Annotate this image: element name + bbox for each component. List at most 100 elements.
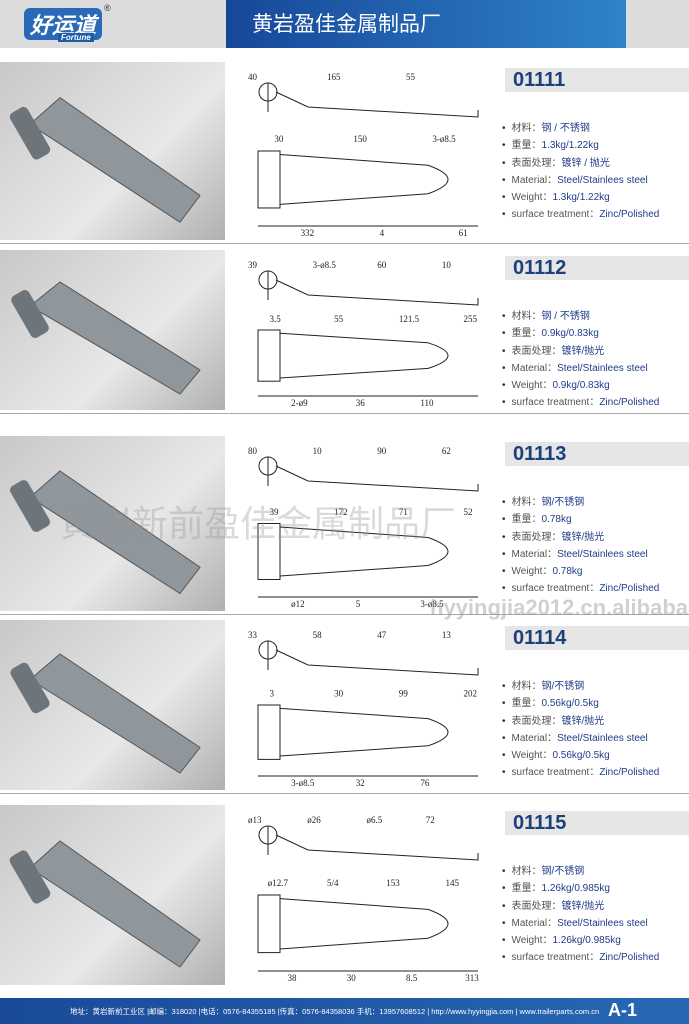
- dimension-label: 36: [356, 398, 366, 408]
- spec-label: Material：: [511, 917, 558, 929]
- spec-item: 重量：0.56kg/0.5kg: [502, 695, 659, 712]
- spec-value: 镀锌/抛光: [561, 531, 605, 543]
- product-code: 01113: [505, 442, 689, 466]
- spec-list: 材料：钢/不锈钢重量：0.56kg/0.5kg表面处理：镀锌/抛光Materia…: [502, 678, 660, 782]
- spec-item: Material：Steel/Stainlees steel: [502, 360, 659, 377]
- dimension-label: 3: [270, 689, 275, 699]
- spec-label: surface treatment：: [511, 952, 600, 964]
- spec-label: 重量：: [511, 328, 542, 340]
- spec-item: Weight：0.9kg/0.83kg: [502, 377, 659, 394]
- spec-label: Weight：: [511, 192, 553, 204]
- dimension-label: 172: [334, 507, 348, 517]
- spec-label: Material：: [511, 362, 558, 374]
- spec-item: Material：Steel/Stainlees steel: [502, 915, 659, 932]
- spec-label: Weight：: [511, 935, 553, 947]
- spec-value: Zinc/Polished: [599, 952, 660, 964]
- dimension-label: 40: [248, 72, 258, 82]
- dimension-label: 32: [356, 778, 365, 788]
- drawing-barrel: [257, 704, 281, 760]
- dimension-label: 3-ø8.5: [313, 260, 337, 270]
- spec-label: 材料：: [511, 497, 542, 508]
- dimension-label: 72: [426, 815, 435, 825]
- spec-value: 0.9kg/0.83kg: [552, 380, 610, 392]
- spec-value: 0.56kg/0.5kg: [552, 750, 610, 762]
- drawing-barrel: [257, 329, 281, 382]
- dimension-label: 80: [248, 446, 258, 456]
- footer-address: 地址：黄岩新前工业区 |邮编：318020 |电话：0576-84355185 …: [70, 1007, 600, 1016]
- hinge-barrel: [9, 850, 51, 904]
- product-photo: [0, 436, 225, 611]
- dimension-label: 55: [406, 72, 416, 82]
- drawing-side-view: [267, 826, 479, 861]
- dimension-label: ø6.5: [367, 815, 383, 825]
- drawing-side-view: [267, 271, 479, 306]
- product-code: 01111: [505, 68, 689, 92]
- spec-item: 材料：钢/不锈钢: [502, 863, 659, 880]
- dimension-label: 121.5: [399, 314, 420, 324]
- spec-value: 钢/不锈钢: [541, 866, 585, 877]
- spec-item: 重量：1.3kg/1.22kg: [502, 137, 659, 154]
- page-number: A-1: [608, 1000, 638, 1020]
- spec-label: Weight：: [511, 566, 553, 578]
- spec-label: Weight：: [511, 380, 553, 392]
- hinge-shape: [29, 653, 201, 774]
- spec-value: 钢/不锈钢: [541, 681, 585, 692]
- dimension-label: 30: [334, 689, 344, 699]
- dimension-label: 71: [399, 507, 408, 517]
- product-code: 01115: [505, 811, 689, 835]
- section-divider: [0, 614, 689, 615]
- dimension-label: 10: [313, 446, 323, 456]
- brand-logo: 好运道 Fortune ®: [24, 3, 119, 44]
- dimension-label: 39: [270, 507, 280, 517]
- drawing-plate: [279, 332, 449, 379]
- dimension-label: 47: [377, 630, 387, 640]
- dimension-label: 55: [334, 314, 344, 324]
- dimension-label: 30: [347, 973, 357, 983]
- spec-value: Zinc/Polished: [599, 209, 660, 221]
- logo-cn: 好运道: [24, 8, 103, 40]
- dimension-label: 313: [465, 973, 479, 983]
- drawing-barrel: [257, 523, 281, 580]
- dimension-label: 5: [356, 599, 361, 609]
- drawing-side-view: [267, 457, 479, 492]
- spec-value: Steel/Stainlees steel: [557, 548, 648, 560]
- spec-list: 材料：钢 / 不锈钢重量：1.3kg/1.22kg表面处理：镀锌 / 抛光Mat…: [502, 120, 660, 224]
- product-code: 01114: [505, 626, 689, 650]
- product-photo: [0, 805, 225, 985]
- hinge-shape: [29, 281, 201, 395]
- registered-mark: ®: [104, 3, 111, 13]
- spec-label: 表面处理：: [511, 900, 562, 912]
- spec-list: 材料：钢/不锈钢重量：1.26kg/0.985kg表面处理：镀锌/抛光Mater…: [502, 863, 660, 967]
- section-divider: [0, 793, 689, 794]
- dimension-label: 61: [459, 228, 468, 238]
- spec-label: 重量：: [511, 140, 542, 152]
- dimension-label: 3-ø8.5: [420, 599, 444, 609]
- spec-item: Material：Steel/Stainlees steel: [502, 172, 659, 189]
- spec-value: 0.78kg: [541, 514, 572, 526]
- spec-value: 1.26kg/0.985kg: [552, 935, 621, 947]
- dimension-label: ø12: [291, 599, 305, 609]
- dimension-label: 52: [463, 507, 472, 517]
- dimension-label: 202: [463, 689, 477, 699]
- spec-item: surface treatment：Zinc/Polished: [502, 206, 660, 223]
- spec-label: surface treatment：: [511, 209, 600, 221]
- spec-label: 表面处理：: [511, 157, 562, 169]
- spec-value: Zinc/Polished: [599, 583, 660, 595]
- hinge-barrel: [10, 662, 50, 714]
- dimension-label: 110: [420, 398, 434, 408]
- dimension-label: 30: [274, 134, 284, 144]
- spec-label: Weight：: [511, 750, 553, 762]
- drawing-plate: [279, 154, 449, 205]
- drawing-plate: [279, 707, 449, 757]
- spec-label: 重量：: [511, 698, 542, 710]
- dimension-label: 10: [442, 260, 452, 270]
- drawing-side-view: [267, 83, 479, 118]
- header: 好运道 Fortune ® 黄岩盈佳金属制品厂: [0, 0, 689, 48]
- dimension-label: 165: [327, 72, 341, 82]
- dimension-label: 5/4: [327, 878, 339, 888]
- spec-label: Material：: [511, 174, 558, 186]
- dimension-label: 3-ø8.5: [291, 778, 315, 788]
